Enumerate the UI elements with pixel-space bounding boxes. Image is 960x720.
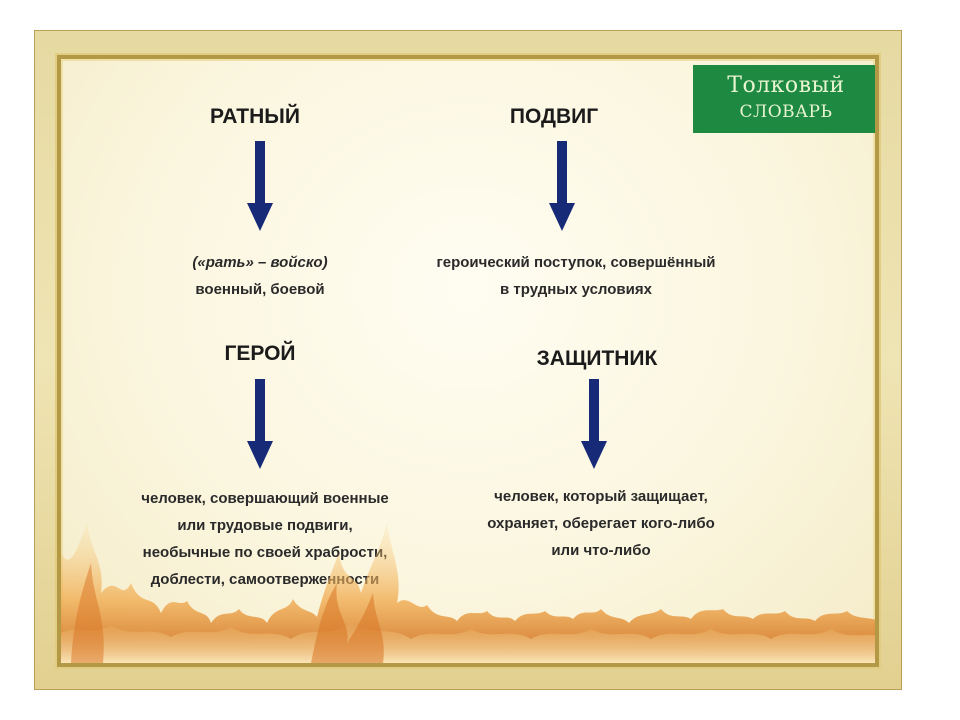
definition-line: героический поступок, совершённый — [436, 254, 716, 271]
down-arrow-icon — [247, 379, 273, 469]
definition-ratny: («рать» – войско) военный, боевой — [150, 249, 370, 303]
definition-line: («рать» – войско) — [192, 254, 328, 271]
term-ratny: РАТНЫЙ — [210, 105, 300, 128]
definition-line: или что-либо — [551, 542, 651, 559]
definition-podvig: героический поступок, совершённый в труд… — [411, 249, 741, 303]
definition-line: охраняет, оберегает кого-либо — [487, 515, 715, 532]
dictionary-tag-line2: словарь — [739, 102, 833, 122]
down-arrow-icon — [247, 141, 273, 231]
down-arrow-icon — [581, 379, 607, 469]
definition-line: человек, который защищает, — [494, 488, 708, 505]
definition-line: в трудных условиях — [500, 281, 652, 298]
definition-zashchitnik: человек, который защищает, охраняет, обе… — [481, 483, 721, 564]
definition-line: доблести, самоотверженности — [150, 571, 380, 588]
term-geroy: ГЕРОЙ — [224, 342, 296, 365]
down-arrow-icon — [549, 141, 575, 231]
definition-line: необычные по своей храбрости, — [142, 544, 388, 561]
term-podvig: ПОДВИГ — [509, 105, 599, 128]
flames-decoration — [61, 523, 875, 663]
definition-line: человек, совершающий военные — [141, 490, 389, 507]
slide-panel: Толковый словарь РАТНЫЙ («рать» – войско… — [57, 55, 879, 667]
definition-line: или трудовые подвиги, — [177, 517, 353, 534]
dictionary-tag-line1: Толковый — [727, 73, 845, 98]
dictionary-tag: Толковый словарь — [693, 65, 875, 133]
slide-frame: Толковый словарь РАТНЫЙ («рать» – войско… — [34, 30, 902, 690]
term-zashchitnik: ЗАЩИТНИК — [536, 347, 658, 370]
definition-geroy: человек, совершающий военные или трудовы… — [140, 485, 390, 593]
definition-line: военный, боевой — [195, 281, 325, 298]
